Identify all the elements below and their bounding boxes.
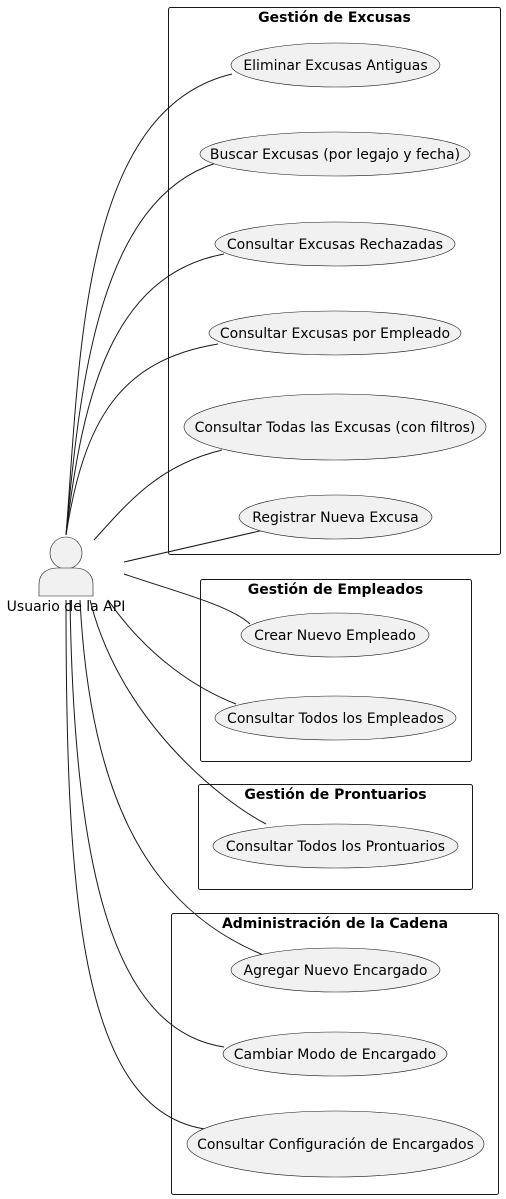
- use-case-label: Consultar Excusas por Empleado: [220, 326, 450, 342]
- package-excusas: Gestión de Excusas: [168, 7, 501, 555]
- association-line: [123, 573, 251, 625]
- actor-user-icon: [38, 536, 94, 597]
- use-case-registrar-nueva-excusa: Registrar Nueva Excusa: [238, 494, 433, 540]
- association-line: [65, 73, 233, 536]
- use-case-consultar-todos-los-empleados: Consultar Todos los Empleados: [214, 695, 457, 741]
- package-title: Gestión de Prontuarios: [244, 787, 426, 803]
- use-case-agregar-nuevo-encargado: Agregar Nuevo Encargado: [230, 947, 441, 993]
- use-case-consultar-todos-los-prontuarios: Consultar Todos los Prontuarios: [212, 823, 459, 869]
- use-case-label: Consultar Todos los Prontuarios: [226, 839, 445, 855]
- association-line: [65, 343, 219, 536]
- association-line: [123, 529, 265, 563]
- actor-label: Usuario de la API: [7, 599, 126, 615]
- use-case-label: Consultar Todas las Excusas (con filtros…: [195, 420, 476, 436]
- use-case-buscar-excusas: Buscar Excusas (por legajo y fecha): [199, 131, 471, 177]
- package-title: Gestión de Empleados: [248, 582, 424, 598]
- use-case-consultar-todas-las-excusas: Consultar Todas las Excusas (con filtros…: [183, 393, 487, 461]
- use-case-cambiar-modo-de-encargado: Cambiar Modo de Encargado: [222, 1031, 448, 1077]
- association-line: [65, 599, 215, 1131]
- association-line: [65, 253, 225, 536]
- use-case-label: Consultar Todos los Empleados: [227, 711, 444, 727]
- association-line: [69, 599, 225, 1048]
- use-case-label: Buscar Excusas (por legajo y fecha): [210, 147, 460, 163]
- use-case-crear-nuevo-empleado: Crear Nuevo Empleado: [240, 612, 430, 658]
- use-case-label: Agregar Nuevo Encargado: [244, 963, 428, 979]
- use-case-label: Consultar Excusas Rechazadas: [227, 237, 443, 253]
- associations: [65, 73, 267, 1131]
- use-case-consultar-configuracion-de-encargados: Consultar Configuración de Encargados: [186, 1110, 485, 1178]
- use-case-consultar-excusas-rechazadas: Consultar Excusas Rechazadas: [214, 221, 456, 267]
- use-case-label: Cambiar Modo de Encargado: [234, 1047, 436, 1063]
- association-line: [93, 449, 223, 541]
- use-case-eliminar-excusas-antiguas: Eliminar Excusas Antiguas: [230, 42, 441, 88]
- use-case-consultar-excusas-por-empleado: Consultar Excusas por Empleado: [208, 310, 462, 356]
- use-case-label: Consultar Configuración de Encargados: [197, 1137, 474, 1153]
- package-title: Administración de la Cadena: [222, 916, 448, 932]
- association-line: [89, 599, 267, 825]
- package-title: Gestión de Excusas: [258, 10, 411, 26]
- use-case-label: Eliminar Excusas Antiguas: [243, 58, 427, 74]
- association-line: [107, 599, 237, 705]
- use-case-label: Registrar Nueva Excusa: [252, 510, 418, 526]
- association-line: [79, 599, 267, 957]
- use-case-label: Crear Nuevo Empleado: [254, 628, 416, 644]
- association-line: [65, 162, 217, 536]
